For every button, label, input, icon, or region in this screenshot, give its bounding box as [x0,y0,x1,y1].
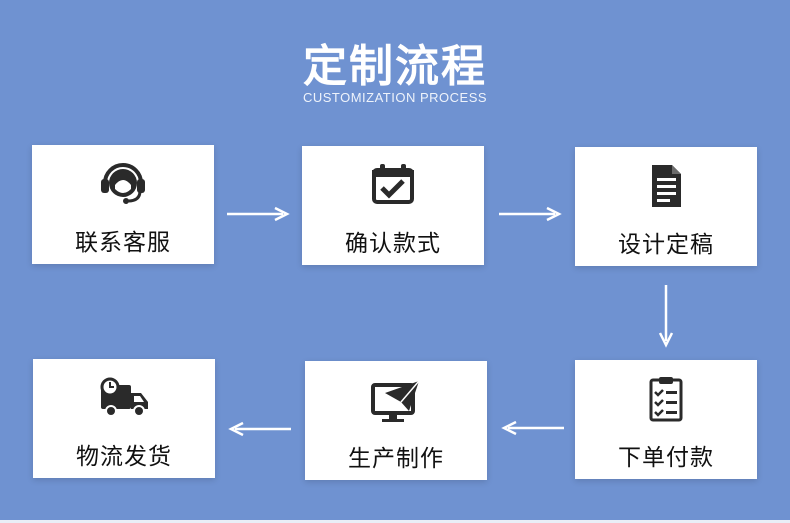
arrow-right-icon [499,206,562,222]
step-card-confirm-style: 确认款式 [302,146,484,265]
step-card-production: 生产制作 [305,361,487,480]
step-card-contact-service: 联系客服 [32,145,214,264]
step-label: 下单付款 [618,445,714,471]
step-label: 物流发货 [76,444,172,470]
step-card-finalize-design: 设计定稿 [575,147,757,266]
step-card-order-payment: 下单付款 [575,360,757,479]
step-label: 联系客服 [75,230,171,256]
headset-icon [96,159,150,209]
arrow-left-icon [501,420,564,436]
bottom-divider [0,520,790,523]
document-icon [639,161,693,211]
page-title: 定制流程 [303,41,487,92]
page-subtitle: CUSTOMIZATION PROCESS [302,90,488,105]
arrow-left-icon [228,421,291,437]
monitor-plane-icon [369,375,423,425]
step-card-shipping: 物流发货 [33,359,215,478]
step-label: 生产制作 [348,446,444,472]
arrow-down-icon [658,285,674,348]
calendar-check-icon [366,160,420,210]
delivery-truck-icon [97,373,151,423]
step-label: 设计定稿 [618,232,714,258]
clipboard-checklist-icon [639,374,693,424]
arrow-right-icon [227,206,290,222]
step-label: 确认款式 [345,231,441,257]
